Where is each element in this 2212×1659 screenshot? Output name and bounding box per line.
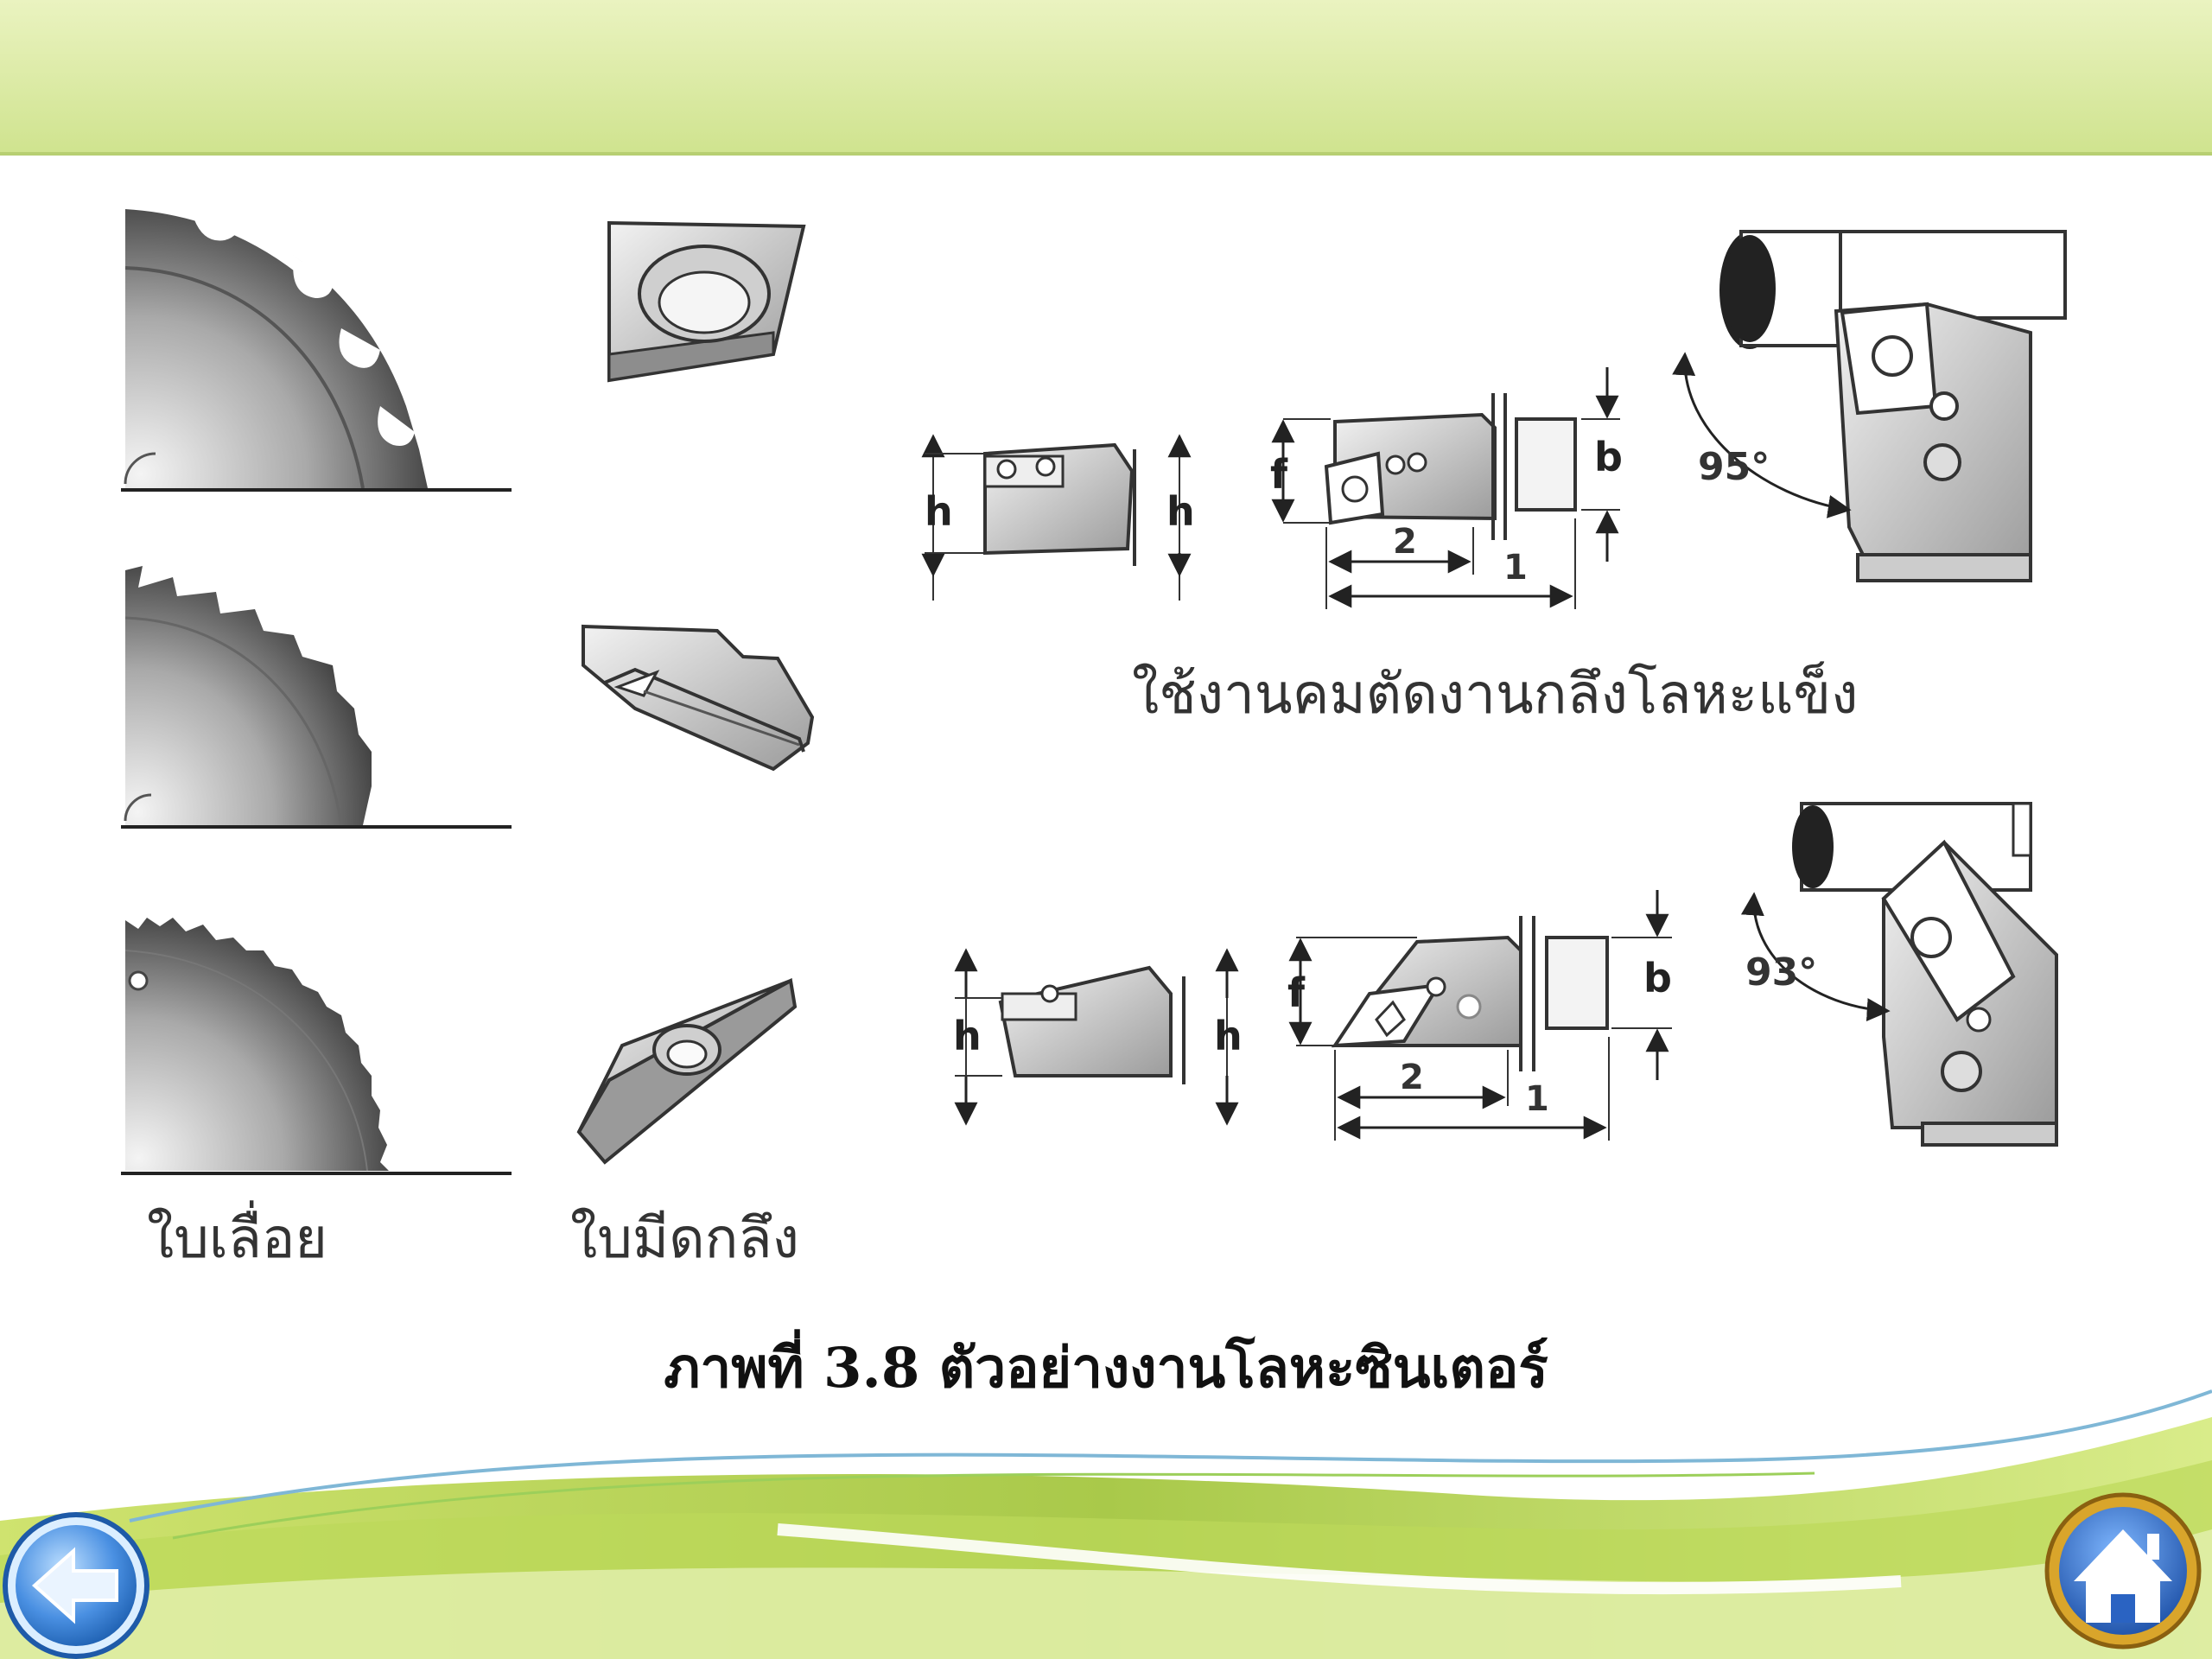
saw-blade-label: ใบเลื่อย [147,1200,327,1271]
tool-holder-top-plan: f b 2 1 [1270,367,1623,609]
back-arrow-icon [31,1547,118,1624]
hard-metal-turning-label: ใช้งานคมตัดงานกลึงโลหะแข็ง [1132,662,1858,727]
dim-h-right-top: h [1166,488,1195,535]
saw-blade-coarse [121,197,512,492]
dim-b-bottom: b [1643,955,1672,1001]
footer-swoosh [0,1389,2212,1659]
insert-grooving [582,624,815,772]
saw-blade-medium [121,566,512,829]
cutting-insert-label: ใบมีดกลึง [570,1207,799,1271]
angle-bottom: 93° [1745,950,1817,995]
dim-1-top: 1 [1503,548,1528,588]
dim-f-bottom: f [1287,969,1306,1016]
dim-h-left-bottom: h [953,1013,982,1059]
tool-holder-bottom-3d: 93° [1740,802,2058,1147]
dim-2-bottom: 2 [1400,1058,1424,1097]
home-icon [2074,1529,2172,1623]
tool-holder-top-3d: 95° [1672,230,2067,582]
insert-square [607,220,806,383]
dim-1-bottom: 1 [1525,1079,1549,1119]
back-button[interactable] [3,1512,149,1659]
tool-holder-bottom-side: h h [953,948,1243,1126]
figure-caption: ภาพที่ 3.8 ตัวอย่างงานโลหะซินเตอร์ [664,1329,1548,1401]
angle-top: 95° [1698,445,1770,489]
tool-holder-bottom-plan: f b 2 1 [1287,890,1672,1141]
dim-b-top: b [1594,434,1623,480]
dim-h-right-bottom: h [1214,1013,1243,1059]
header-band [0,0,2212,156]
insert-rhombic [576,977,798,1165]
dim-f-top: f [1270,451,1288,498]
dim-h-left-top: h [925,488,953,535]
tool-holder-top-side: h h [921,434,1195,601]
dim-2-top: 2 [1393,522,1417,562]
saw-blade-fine [121,918,512,1175]
home-button[interactable] [2044,1492,2202,1649]
